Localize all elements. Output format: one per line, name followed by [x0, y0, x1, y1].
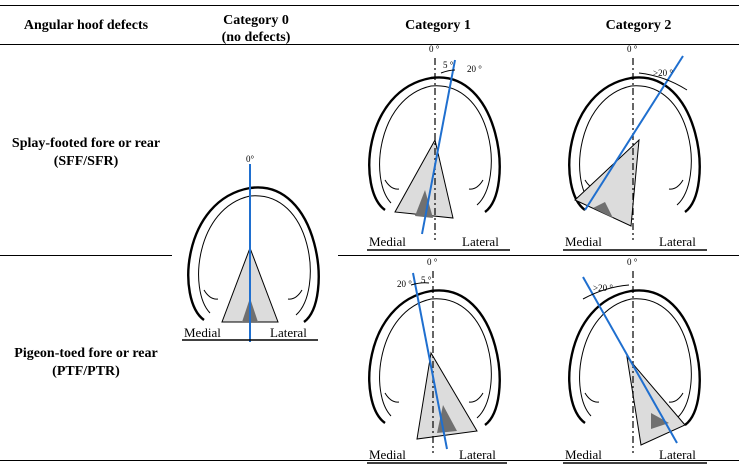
- lateral-label: Lateral: [462, 234, 499, 249]
- hoof-heel-curl-right: [468, 392, 484, 403]
- medial-label: Medial: [184, 325, 221, 340]
- hoof-frog-apex: [593, 202, 613, 218]
- header-rule: [0, 44, 739, 45]
- row-pigeon-line1: Pigeon-toed fore or rear: [14, 346, 158, 361]
- zero-degree-label: 0 °: [627, 257, 638, 267]
- angle-arc: [440, 69, 456, 74]
- hoof-inner-wall: [379, 85, 492, 206]
- zero-degree-label: 0 °: [427, 257, 438, 267]
- medial-label: Medial: [369, 234, 406, 249]
- hoof-diagram-category-2-splay: 0 ° >20 ° Medial Lateral: [563, 44, 707, 251]
- hoof-axis-line: [582, 276, 678, 444]
- lateral-label: Lateral: [459, 447, 496, 462]
- row-label-splay-footed: Splay-footed fore or rear (SFF/SFR): [0, 135, 172, 171]
- angle-arc: [410, 282, 430, 286]
- hoof-inner-wall: [579, 85, 692, 206]
- header-cat0-line2: (no defects): [221, 30, 291, 45]
- gt20-degree-label: >20 °: [653, 68, 673, 78]
- hoof-outer-wall: [368, 289, 501, 426]
- hoof-heel-curl-left: [384, 179, 400, 190]
- row-divider-left: [0, 255, 172, 256]
- zero-degree-label: 0°: [246, 154, 255, 164]
- lateral-label: Lateral: [659, 234, 696, 249]
- five-degree-label: 5 °: [421, 275, 432, 285]
- header-cat0-line1: Category 0: [223, 13, 289, 28]
- hoof-heel-curl-left: [203, 289, 219, 300]
- hoof-outer-wall: [368, 76, 501, 213]
- medial-label: Medial: [369, 447, 406, 462]
- medial-label: Medial: [565, 447, 602, 462]
- twenty-degree-label: 20 °: [397, 279, 412, 289]
- twenty-degree-label: 20 °: [467, 64, 482, 74]
- hoof-heel-curl-right: [287, 289, 303, 300]
- header-category-0: Category 0 (no defects): [174, 12, 338, 46]
- header-col0-text: Angular hoof defects: [23, 18, 149, 33]
- angle-arc: [582, 284, 630, 300]
- header-cat1-text: Category 1: [405, 18, 471, 33]
- hoof-frog-apex: [415, 190, 433, 218]
- hoof-inner-wall: [379, 298, 492, 419]
- row-splay-line2: (SFF/SFR): [53, 154, 119, 169]
- header-category-1: Category 1: [338, 17, 538, 34]
- hoof-heel-curl-right: [668, 179, 684, 190]
- five-degree-label: 5 °: [443, 60, 454, 70]
- hoof-heel-curl-right: [468, 179, 484, 190]
- hoof-diagram-category-0: 0° Medial Lateral: [182, 154, 320, 342]
- gt20-degree-label: >20 °: [593, 283, 613, 293]
- zero-degree-label: 0 °: [429, 44, 440, 54]
- medial-label: Medial: [565, 234, 602, 249]
- hoof-heel-curl-right: [668, 392, 684, 403]
- hoof-diagram-category-2-pigeon: 0 ° >20 ° Medial Lateral: [563, 257, 707, 464]
- header-cat2-text: Category 2: [605, 18, 672, 33]
- hoof-heel-curl-left: [384, 392, 400, 403]
- lateral-label: Lateral: [659, 447, 696, 462]
- hoof-axis-line: [421, 59, 456, 235]
- hoof-heel-curl-left: [584, 392, 600, 403]
- row-label-pigeon-toed: Pigeon-toed fore or rear (PTF/PTR): [0, 345, 172, 381]
- table-bottom-rule: [0, 460, 739, 461]
- hoof-inner-wall: [579, 298, 692, 419]
- row-pigeon-line2: (PTF/PTR): [52, 364, 120, 379]
- hoof-outer-wall: [568, 76, 701, 213]
- hoof-outer-wall: [568, 289, 701, 426]
- lateral-label: Lateral: [270, 325, 307, 340]
- hoof-diagram-category-1-pigeon: 0 ° 20 ° 5 ° Medial Lateral: [367, 257, 507, 464]
- header-category-2: Category 2: [538, 17, 739, 34]
- hoof-axis-line: [412, 272, 448, 450]
- hoof-axis-line: [584, 55, 684, 211]
- angle-arc: [638, 72, 688, 91]
- row-splay-line1: Splay-footed fore or rear: [11, 136, 161, 151]
- table-top-rule: [0, 5, 739, 6]
- hoof-frog-apex: [651, 413, 669, 429]
- hoof-diagram-category-1-splay: 0 ° 5 ° 20 ° Medial Lateral: [367, 44, 510, 251]
- row-divider-right: [338, 255, 739, 256]
- zero-degree-label: 0 °: [627, 44, 638, 54]
- header-angular-hoof-defects: Angular hoof defects: [0, 17, 172, 34]
